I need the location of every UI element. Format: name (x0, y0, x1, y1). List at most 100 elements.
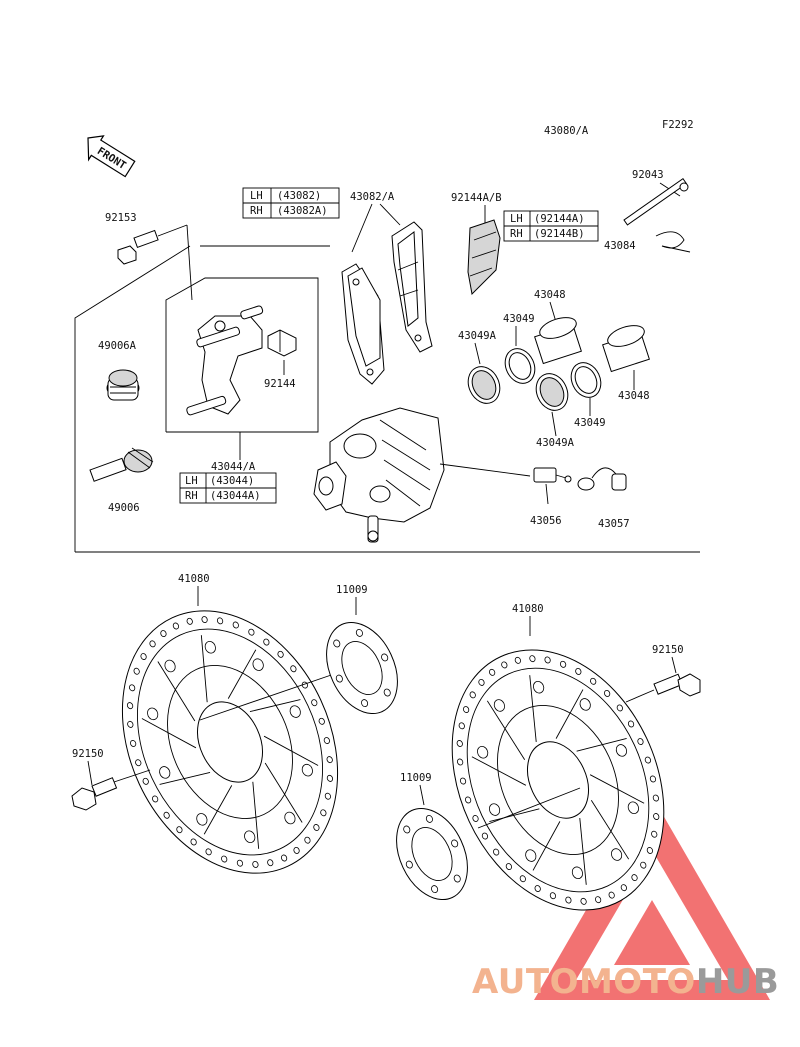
disc-vent-hole (529, 655, 536, 663)
bleeder-43056 (533, 467, 572, 483)
disc-vent-hole (637, 738, 644, 745)
figure-code: F2292 (662, 119, 694, 131)
gasket-hole (403, 825, 411, 834)
label-43082A: 43082/A (350, 191, 395, 203)
gasket-hole (451, 839, 459, 848)
disc-vent-hole (472, 815, 479, 822)
disc-vent-hole (620, 884, 627, 892)
disc-vent-hole (481, 832, 489, 840)
boot-49006A (106, 369, 140, 401)
bracket-43044 (186, 305, 264, 416)
disc-vent-hole (236, 859, 244, 867)
disc-vent-hole (304, 836, 311, 844)
label-43048b: 43048 (618, 390, 650, 402)
disc-vent-hole (149, 640, 156, 648)
label-92144AB: 92144A/B (451, 192, 502, 204)
disc-vent-hole (575, 668, 582, 675)
disc-vent-hole (190, 838, 197, 846)
disc-carrier-bolt (610, 848, 623, 861)
label-92150b: 92150 (72, 748, 104, 760)
label-43084: 43084 (604, 240, 636, 252)
bolt-92150-right (625, 673, 701, 703)
piston-43048a (534, 317, 582, 365)
gasket-hole (335, 674, 343, 683)
disc-spoke (227, 649, 257, 699)
disc-vent-hole (469, 691, 476, 699)
disc-vent-hole (320, 809, 327, 817)
disc-carrier-bolt (147, 707, 159, 721)
clip-lh: LH (510, 213, 523, 225)
disc-vent-hole (280, 854, 288, 862)
disc-vent-hole (595, 896, 602, 904)
seal-43049Aa (467, 366, 501, 404)
disc-vent-hole (263, 638, 270, 646)
gasket-hole (361, 699, 369, 708)
disc-vent-hole (651, 830, 658, 838)
pads-rh: RH (250, 205, 263, 217)
bolt-92153 (117, 224, 193, 301)
disc-vent-hole (456, 740, 463, 747)
disc-spoke (529, 675, 537, 742)
disc-vent-hole (221, 855, 228, 863)
gasket-11009a (326, 621, 398, 715)
label-43057: 43057 (598, 518, 630, 530)
clip-rh-code: (92144B) (534, 228, 585, 240)
disc-spoke (157, 661, 196, 722)
front-arrow-icon: FRONT (87, 135, 136, 178)
bracket-rh: RH (185, 490, 198, 502)
gasket-hole (383, 688, 391, 697)
disc-carrier-bolt (196, 813, 208, 826)
disc-vent-hole (493, 848, 500, 856)
disc-vent-hole (133, 667, 140, 675)
disc-vent-hole (544, 656, 551, 664)
gasket-hole (405, 860, 413, 869)
disc-vent-hole (590, 677, 597, 685)
disc-spoke (200, 635, 208, 703)
label-49006A: 49006A (98, 340, 137, 352)
clip-92144 (267, 329, 297, 375)
gasket-hole (453, 874, 461, 883)
disc-carrier-bolt (571, 866, 584, 880)
disc-vent-hole (290, 665, 297, 673)
seal-43049Ab (535, 373, 569, 411)
label-92043: 92043 (632, 169, 664, 181)
watermark-part-2: HUB (695, 962, 780, 1002)
disc-vent-hole (505, 863, 512, 871)
disc-vent-hole (318, 717, 325, 725)
disc-vent-hole (176, 826, 183, 834)
disc-vent-hole (580, 897, 587, 905)
label-43048a: 43048 (534, 289, 566, 301)
disc-vent-hole (126, 702, 134, 710)
disc-spoke (590, 799, 630, 860)
disc-carrier-bolt (615, 744, 628, 757)
disc-spoke (489, 808, 540, 822)
label-92150a: 92150 (652, 644, 684, 656)
pads-rh-code: (43082A) (277, 205, 328, 217)
brake-disc-right (451, 649, 665, 911)
disc-vent-hole (465, 796, 472, 804)
disc-vent-hole (565, 896, 572, 904)
disc-vent-hole (135, 759, 142, 767)
disc-spoke (159, 771, 211, 785)
gasket-hole (431, 885, 439, 894)
disc-vent-hole (514, 656, 521, 664)
disc-carrier-bolt (488, 803, 501, 816)
label-41080b: 41080 (512, 603, 544, 615)
brake-pads (341, 221, 433, 385)
brake-disc-left (121, 610, 339, 874)
disc-spoke (555, 689, 584, 739)
label-43049Ab: 43049A (536, 437, 575, 449)
disc-vent-hole (559, 660, 567, 668)
assembly-label: 43080/A (544, 125, 589, 137)
disc-spoke (264, 762, 303, 823)
disc-vent-hole (232, 621, 239, 629)
disc-vent-hole (311, 699, 318, 707)
disc-vent-hole (478, 678, 485, 686)
disc-vent-hole (323, 737, 330, 744)
disc-carrier-bolt (627, 801, 639, 814)
pads-lh: LH (250, 190, 263, 202)
disc-vent-hole (457, 758, 464, 766)
disc-vent-hole (127, 720, 134, 728)
disc-vent-hole (216, 617, 224, 625)
disc-spoke (486, 700, 526, 761)
